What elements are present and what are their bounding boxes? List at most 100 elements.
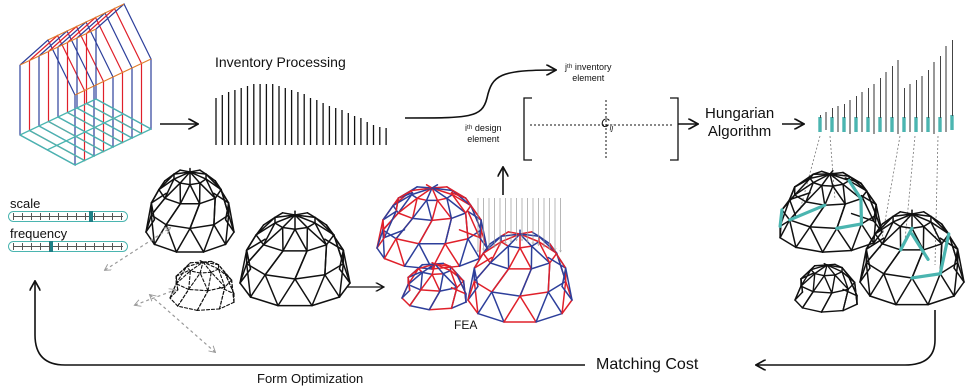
dome-member	[440, 274, 443, 291]
dome-large-left	[146, 169, 234, 252]
dome-member	[451, 213, 465, 218]
dome-member	[154, 244, 176, 252]
dome-member	[427, 200, 432, 220]
dome-member	[520, 292, 548, 296]
dome-member	[190, 185, 200, 204]
slider-tick	[94, 213, 95, 220]
dome-member	[197, 309, 219, 310]
dome-member	[490, 246, 508, 263]
dome-member	[413, 218, 432, 220]
dome-member	[801, 279, 803, 292]
slider-tick	[67, 243, 68, 250]
dome-member	[810, 227, 837, 229]
ith-design-line1: iᵗʰ design	[465, 123, 501, 134]
slider-tick	[22, 213, 23, 220]
slider-tick	[76, 243, 77, 250]
dome-member	[190, 262, 203, 263]
matched-dome-small	[795, 264, 857, 312]
dome-member	[189, 273, 200, 289]
dome-member	[176, 228, 190, 252]
dome-small-dashed	[170, 261, 234, 311]
highlighted-member	[912, 234, 928, 259]
fea-dome-small	[402, 263, 466, 310]
jth-inventory-line2: element	[565, 73, 611, 84]
dome-member	[200, 272, 211, 273]
dome-member	[295, 229, 307, 251]
dome-member	[824, 276, 832, 293]
dome-member	[396, 218, 412, 238]
dome-member	[795, 300, 802, 308]
dome-member	[823, 250, 852, 252]
dome-member	[180, 170, 190, 172]
highlighted-member	[780, 210, 782, 226]
dome-member	[478, 292, 492, 314]
dome-member	[445, 239, 468, 244]
building-frame	[49, 27, 104, 152]
building-frame	[87, 9, 142, 134]
dome-member	[492, 292, 504, 322]
slider-tick	[76, 213, 77, 220]
slider-tick	[58, 213, 59, 220]
dome-member	[422, 272, 432, 274]
dome-member	[882, 227, 900, 244]
dome-member	[283, 229, 295, 251]
dome-member	[437, 198, 446, 200]
dome-member	[790, 220, 810, 227]
highlighted-member	[912, 274, 940, 278]
dome-member	[843, 304, 857, 310]
dome-member	[924, 222, 931, 227]
dome-member	[813, 183, 821, 186]
dome-member	[203, 261, 211, 262]
dome-member	[170, 298, 178, 306]
dome-member	[501, 242, 508, 246]
slider-tick	[49, 243, 50, 250]
matched-dome-left	[780, 171, 882, 252]
dome-member	[197, 291, 208, 311]
frequency-slider[interactable]	[8, 241, 128, 252]
dome-member	[900, 212, 912, 214]
highlighted-member	[861, 199, 862, 224]
dome-member	[165, 183, 180, 198]
frequency-label: frequency	[10, 226, 67, 241]
slider-tick	[112, 243, 113, 250]
hungarian-algorithm-label: Hungarian Algorithm	[705, 105, 774, 141]
dome-member	[421, 290, 440, 291]
dome-member	[190, 271, 200, 273]
slider-tick	[67, 213, 68, 220]
dome-member	[189, 289, 208, 290]
dome-member	[520, 248, 531, 269]
dome-member	[396, 239, 404, 266]
dome-member	[408, 277, 410, 290]
building-frame	[20, 40, 75, 165]
dome-member	[790, 200, 796, 217]
scale-slider-thumb[interactable]	[89, 211, 93, 222]
dome-member	[492, 292, 520, 296]
dome-member	[251, 297, 279, 306]
slider-tick	[103, 243, 104, 250]
dome-member	[190, 228, 204, 252]
dome-member	[443, 271, 450, 274]
building-frame	[77, 13, 132, 138]
fea-label: FEA	[454, 318, 477, 332]
dome-member	[283, 228, 295, 230]
dome-member	[178, 289, 189, 306]
dome-member	[870, 296, 896, 305]
dome-member	[307, 245, 326, 251]
dome-large-right	[240, 211, 350, 306]
dome-member	[843, 289, 848, 310]
dome-member	[550, 244, 566, 268]
building-frame	[58, 22, 113, 147]
highlighted-member	[901, 228, 912, 250]
fea-dome-large	[377, 185, 487, 269]
dome-member	[429, 291, 440, 310]
dome-member	[928, 296, 954, 305]
dome-member	[432, 218, 451, 220]
dome-member	[220, 302, 235, 309]
dome-member	[211, 269, 218, 272]
scale-slider[interactable]	[8, 211, 128, 222]
dome-member	[900, 227, 912, 229]
slider-tick	[13, 243, 14, 250]
dome-member	[405, 244, 419, 266]
inventory-processing-label: Inventory Processing	[215, 54, 346, 70]
dome-member	[536, 314, 562, 322]
